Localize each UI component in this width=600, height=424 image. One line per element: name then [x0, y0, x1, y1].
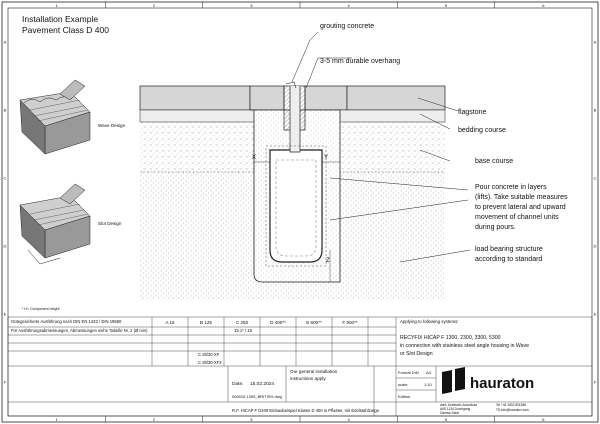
systems-line-2: in connection with stainless steel angle…: [400, 343, 529, 349]
grid-label-E-l: E: [4, 312, 7, 317]
grid-label-5-bot: 5: [445, 417, 448, 422]
grid-label-2-top: 2: [153, 3, 156, 8]
grid-label-1-bot: 1: [56, 417, 59, 422]
grid-label-C-r: C: [594, 176, 597, 181]
slot-design-label: Slot Design: [98, 221, 122, 226]
spec-line-2: Für Ausführungsabmessungen, Abmessungen …: [11, 328, 148, 333]
load-class-5: F 900**: [342, 320, 358, 325]
grid-label-F-r: F: [594, 380, 597, 385]
scale-label: scale:: [398, 382, 408, 387]
grid-label-B-l: B: [4, 108, 7, 113]
svg-text:to prevent lateral and upward: to prevent lateral and upward: [475, 204, 566, 211]
label-load-1: load bearing structure: [475, 246, 543, 253]
dim-x-label: X: [252, 155, 256, 161]
label-flagstone: flagstone: [458, 109, 487, 116]
load-class-1: B 125: [200, 320, 212, 325]
flagstone-mid-left: [249, 85, 285, 111]
grid-label-D-r: D: [594, 244, 597, 249]
grid-label-D-l: D: [4, 244, 7, 249]
concrete-class-1: C 25/30 XF: [198, 352, 220, 357]
grid-label-A-r: A: [594, 40, 597, 45]
svg-text:movement of channel units: movement of channel units: [475, 214, 559, 221]
general-line-1: Our general installation: [290, 369, 338, 374]
edition-label: Edition: [398, 394, 410, 399]
email: TS info@hauraton.com: [496, 408, 529, 412]
scale-value: 1:10: [424, 382, 433, 387]
dim-y-label: Y: [324, 155, 328, 161]
ratio-value: 15.1* / 15: [234, 328, 253, 333]
format-label: Format DIN: [398, 370, 419, 375]
load-class-0: A 15: [165, 320, 175, 325]
wave-design-label: Wave Design: [98, 123, 126, 128]
general-line-2: instructions apply.: [290, 376, 326, 381]
leader-lines: [291, 31, 471, 263]
systems-line-3: or Slot Design: [400, 351, 433, 357]
address-line-1: dont: Autobahn-Anschluss: [440, 403, 477, 407]
telephone: Tel +44 1832 891388: [496, 403, 526, 407]
title-line-1: Installation Example: [22, 14, 98, 24]
grid-label-3-top: 3: [250, 3, 253, 8]
hauraton-logo: [442, 367, 465, 394]
date-value: 15.02.2024: [250, 381, 274, 387]
grid-label-6-bot: 6: [542, 417, 545, 422]
grid-label-E-r: E: [594, 312, 597, 317]
svg-text:Pour concrete in layers: Pour concrete in layers: [475, 184, 547, 191]
label-pour: Pour concrete in layers (lifts). Take su…: [475, 184, 568, 231]
svg-text:(lifts). Take suitable measure: (lifts). Take suitable measures: [475, 194, 568, 201]
grid-label-B-r: B: [594, 108, 597, 113]
label-bedding: bedding course: [458, 127, 506, 134]
label-grouting: grouting concrete: [320, 23, 374, 30]
applying-heading: Applying to following systems:: [400, 319, 459, 324]
format-value: A4: [426, 370, 432, 375]
slot-design-sketch: [19, 183, 91, 265]
label-overhang: 3-5 mm durable overhang: [320, 58, 400, 65]
load-class-2: C 250: [236, 320, 249, 325]
grid-label-4-top: 4: [348, 3, 351, 8]
load-class-4: E 600**: [306, 320, 322, 325]
grid-label-F-l: F: [4, 380, 7, 385]
grid-label-C-l: C: [4, 176, 7, 181]
grid-label-5-top: 5: [445, 3, 448, 8]
footnote: * H= Component height: [22, 307, 59, 311]
drawing-file: 000015 1309_BRITISH.dwg: [232, 394, 282, 399]
concrete-class-2: C 25/30 XF3: [198, 360, 222, 365]
label-load-2: according to standard: [475, 256, 542, 263]
label-base: base course: [475, 158, 513, 165]
wave-design-sketch: [19, 79, 91, 155]
channel-unit: [269, 149, 323, 263]
address-line-2: A6S 1134 Durchgang: [440, 407, 470, 411]
load-class-3: D 400**: [270, 320, 286, 325]
grid-label-6-top: 6: [542, 3, 545, 8]
systems-line-1: RECYFIX HICAP F 1300, 2300, 3300, 5300: [400, 335, 501, 341]
flagstone-mid-right: [304, 85, 348, 111]
grid-label-1-top: 1: [56, 3, 59, 8]
drawing-caption: R.F. HICAP F D400 Einbaubeispiel Klasse …: [232, 408, 380, 413]
dim-z-label: Z: [326, 258, 330, 264]
grid-label-3-bot: 3: [250, 417, 253, 422]
grid-label-4-bot: 4: [348, 417, 351, 422]
address-line-3: Gamba-Stadt: [440, 411, 459, 415]
title-block: [7, 316, 593, 417]
date-label: Date:: [232, 381, 243, 387]
flagstone-right: [346, 85, 446, 111]
grid-label-A-l: A: [4, 40, 7, 45]
svg-text:during pours.: during pours.: [475, 224, 516, 231]
title-line-2: Pavement Class D 400: [22, 25, 109, 35]
flagstone-left: [139, 85, 251, 111]
cross-section: X Y Z: [139, 81, 446, 300]
grid-label-2-bot: 2: [153, 417, 156, 422]
brand-name: hauraton: [470, 375, 534, 392]
spec-line-1: Gütegesicherte Ausführung nach DIN EN 14…: [11, 319, 122, 324]
